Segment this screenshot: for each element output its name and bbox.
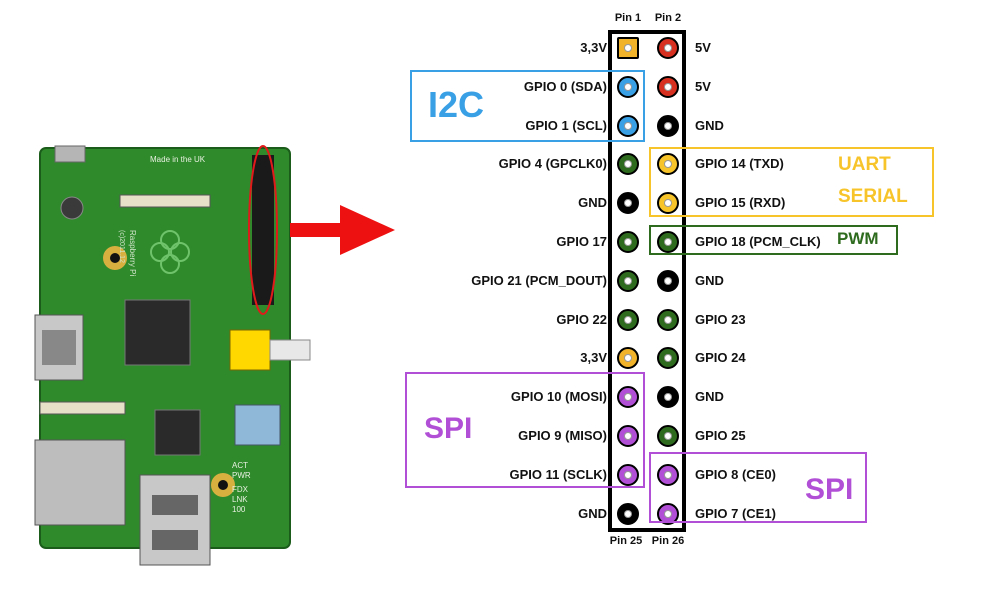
- micro-usb-port: [54, 145, 86, 163]
- pin-left-23: [617, 463, 639, 486]
- pin-label-right: GND: [695, 117, 724, 133]
- pin-label-left: GPIO 17: [556, 234, 607, 249]
- pin-label-right: GPIO 25: [695, 428, 746, 443]
- i2c-group-box: [410, 70, 645, 142]
- pin-right-18: [657, 347, 679, 370]
- made-in-text: Made in the UK: [150, 155, 206, 164]
- led-label: FDX: [232, 485, 249, 494]
- pwm-group-title: PWM: [837, 229, 879, 248]
- i2c-group-title: I2C: [428, 84, 485, 125]
- pin-right-16: [657, 308, 679, 331]
- pin-label-left: GPIO 1 (SCL): [525, 117, 607, 133]
- pin-label-left: 3,3V: [580, 40, 607, 55]
- model-text: Raspberry Pi: [128, 230, 137, 276]
- pin-right-4: [657, 75, 679, 98]
- pin-left-9: [617, 192, 639, 215]
- pin-label-right: 5V: [695, 40, 711, 55]
- pin-right-24: [657, 463, 679, 486]
- pin-right-6: [657, 114, 679, 137]
- status-leds: ACT PWR FDX LNK 100: [232, 461, 251, 514]
- spi-left-group-box: [405, 372, 645, 488]
- pin25-label: Pin 25: [609, 535, 643, 547]
- pin-right-8: [657, 153, 679, 176]
- pin-right-12: [657, 231, 679, 253]
- led-label: 100: [232, 505, 246, 514]
- led-label: ACT: [232, 461, 248, 470]
- pin-left-21: [617, 425, 639, 447]
- led-label: PWR: [232, 471, 251, 480]
- pin-left-5: [617, 114, 639, 137]
- led-label: LNK: [232, 495, 248, 504]
- pin-label-right: 5V: [695, 78, 711, 94]
- pin-label-right: GPIO 14 (TXD): [695, 156, 784, 172]
- capacitor: [60, 196, 84, 220]
- pin-left-13: [617, 269, 639, 292]
- pin-label-left: GPIO 22: [556, 311, 607, 327]
- raspberry-pi-board: Made in the UK Raspberry Pi (c)2011.12 A…: [34, 145, 311, 566]
- camera-connector: [39, 401, 126, 415]
- pin-label-right: GPIO 8 (CE0): [695, 466, 776, 482]
- pin-label-right: GPIO 7 (CE1): [695, 505, 776, 521]
- display-connector: [119, 194, 211, 208]
- arrow-icon: [290, 205, 395, 255]
- pin-label-right: GPIO 23: [695, 311, 746, 327]
- pin-right-10: [657, 192, 679, 215]
- pin-right-20: [657, 386, 679, 409]
- copyright-text: (c)2011.12: [118, 230, 125, 263]
- rca-video-port: [229, 329, 271, 371]
- pin1-label: Pin 1: [614, 12, 642, 24]
- lan-chip: [154, 409, 201, 456]
- uart-group-box: [649, 147, 934, 217]
- pin-left-1: [617, 37, 639, 59]
- pwm-group-box: [649, 225, 898, 255]
- spi-right-group-title: SPI: [805, 473, 854, 506]
- uart-group-title: UART: [838, 154, 891, 175]
- pin-right-14: [657, 269, 679, 292]
- pin26-label: Pin 26: [651, 535, 685, 547]
- pin-right-26: [657, 502, 679, 525]
- pin-label-left: 3,3V: [580, 350, 607, 366]
- pin-left-15: [617, 308, 639, 331]
- pin-left-19: [617, 386, 639, 409]
- pin-label-left: GND: [578, 195, 607, 211]
- pin-label-right: GPIO 18 (PCM_CLK): [695, 234, 821, 249]
- audio-jack: [234, 404, 281, 446]
- serial-group-title: SERIAL: [838, 186, 908, 207]
- pin-label-right: GPIO 15 (RXD): [695, 195, 786, 211]
- pin2-label: Pin 2: [654, 12, 682, 24]
- header-highlight: [248, 145, 278, 315]
- pin-label-right: GND: [695, 272, 724, 288]
- pin-left-7: [617, 153, 639, 176]
- pin-right-2: [657, 37, 679, 59]
- pin-label-right: GND: [695, 389, 724, 405]
- pin-label-left: GPIO 10 (MOSI): [510, 389, 607, 405]
- ethernet-port: [34, 439, 126, 526]
- pin-label-left: GPIO 0 (SDA): [523, 78, 607, 94]
- pin-left-17: [617, 347, 639, 370]
- pin-label-left: GPIO 9 (MISO): [518, 428, 607, 443]
- pin-left-3: [617, 75, 639, 98]
- spi-left-group-title: SPI: [424, 412, 473, 445]
- usb-port: [139, 474, 211, 566]
- board-gpio-header: [252, 155, 274, 305]
- soc-chip: [124, 299, 191, 366]
- pin-label-left: GPIO 4 (GPCLK0): [498, 156, 607, 172]
- pin-left-11: [617, 231, 639, 253]
- raspberry-logo: [150, 230, 190, 274]
- pin-label-left: GPIO 11 (SCLK): [509, 466, 607, 482]
- pin-right-22: [657, 425, 679, 447]
- pin-label-right: GPIO 24: [695, 350, 746, 366]
- spi-right-group-box: [649, 452, 867, 523]
- pin-left-25: [617, 502, 639, 525]
- pin-label-left: GPIO 21 (PCM_DOUT): [471, 272, 607, 288]
- pin-label-left: GND: [578, 505, 607, 521]
